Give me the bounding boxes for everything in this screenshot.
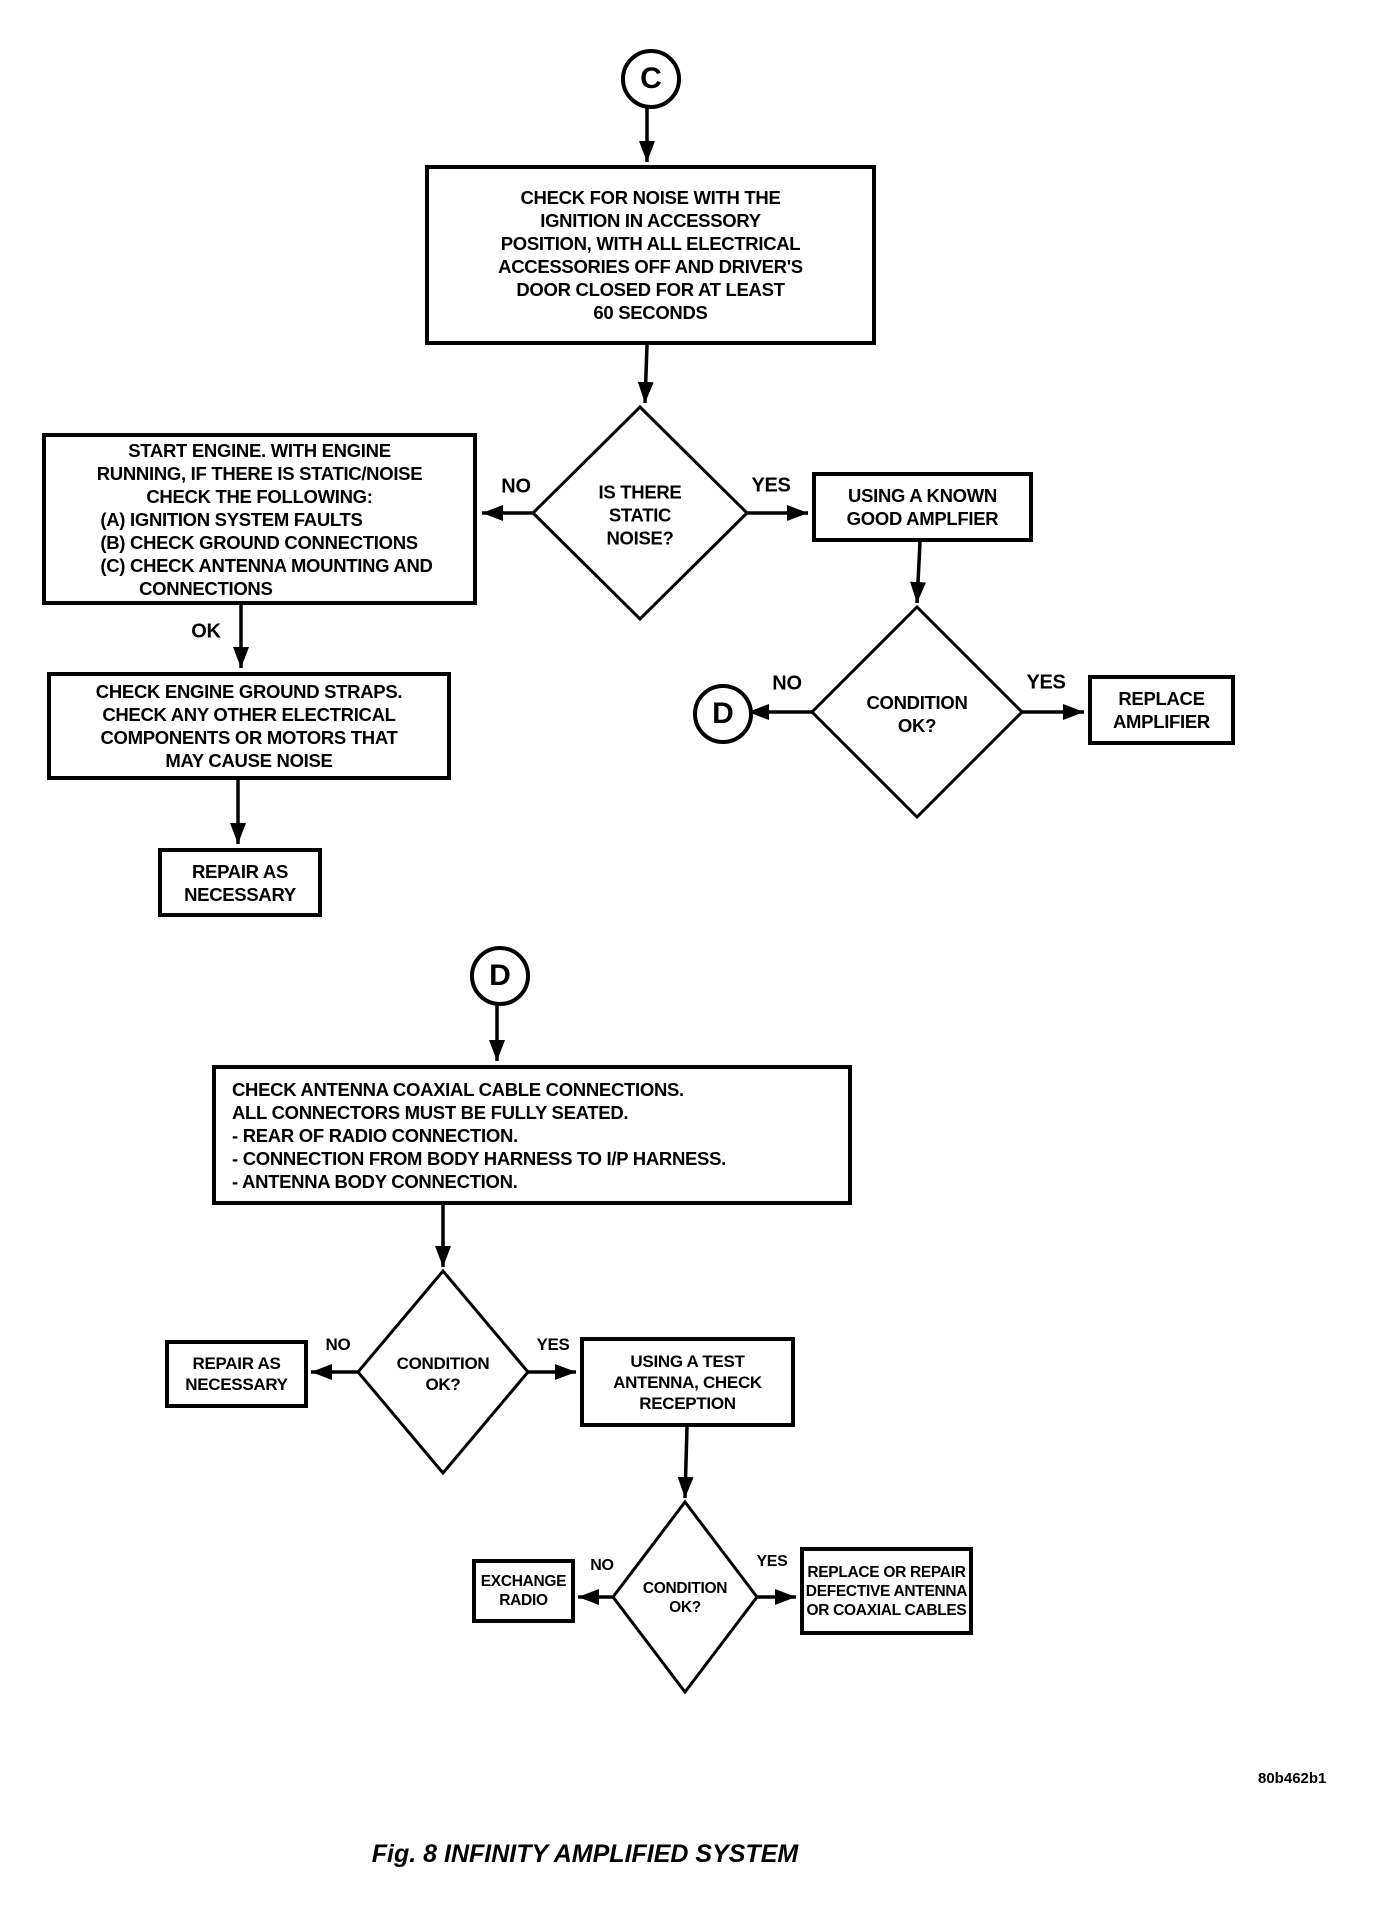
edge-label-no-1: NO — [501, 475, 531, 498]
process-check-noise-text: CHECK FOR NOISE WITH THE IGNITION IN ACC… — [498, 187, 803, 323]
edge-label-no-4: NO — [590, 1557, 614, 1574]
connector-d-out: D — [693, 684, 753, 744]
process-test-antenna-text: USING A TEST ANTENNA, CHECK RECEPTION — [613, 1351, 762, 1413]
decision-condition3-shape — [611, 1499, 759, 1695]
decision-condition1-text: CONDITION OK? — [866, 692, 968, 736]
process-repair-2-text: REPAIR AS NECESSARY — [185, 1354, 288, 1394]
process-start-engine-items: (A) IGNITION SYSTEM FAULTS (B) CHECK GRO… — [100, 508, 433, 599]
decision-static-noise-text: IS THERE STATIC NOISE? — [598, 481, 682, 549]
process-start-engine: START ENGINE. WITH ENGINE RUNNING, IF TH… — [42, 433, 477, 605]
connector-c-label: C — [640, 62, 662, 95]
process-replace-antenna: REPLACE OR REPAIR DEFECTIVE ANTENNA OR C… — [800, 1547, 973, 1635]
process-repair-as-necessary-1: REPAIR AS NECESSARY — [158, 848, 322, 917]
process-check-ground-straps-text: CHECK ENGINE GROUND STRAPS. CHECK ANY OT… — [95, 681, 403, 771]
process-repair-as-necessary-2: REPAIR AS NECESSARY — [165, 1340, 308, 1408]
process-known-good-amplifier-text: USING A KNOWN GOOD AMPLFIER — [846, 485, 999, 529]
process-check-ground-straps: CHECK ENGINE GROUND STRAPS. CHECK ANY OT… — [47, 672, 451, 780]
arrow-amplifier-to-condition1 — [910, 541, 927, 604]
process-check-noise: CHECK FOR NOISE WITH THE IGNITION IN ACC… — [425, 165, 876, 345]
process-replace-amplifier: REPLACE AMPLIFIER — [1088, 675, 1235, 745]
decision-condition2-shape — [356, 1268, 530, 1476]
connector-d-in: D — [470, 946, 530, 1006]
edge-label-yes-3: YES — [536, 1335, 570, 1354]
connector-c: C — [621, 49, 681, 109]
edge-label-no-2: NO — [772, 672, 802, 695]
decision-static-noise-shape — [530, 404, 750, 622]
doc-code: 80b462b1 — [1258, 1770, 1327, 1787]
connector-d-in-label: D — [489, 959, 511, 992]
decision-condition3-text: CONDITION OK? — [642, 1580, 728, 1616]
process-check-coax-text: CHECK ANTENNA COAXIAL CABLE CONNECTIONS.… — [232, 1078, 726, 1192]
arrow-check-noise-to-static-q — [637, 344, 654, 404]
process-test-antenna: USING A TEST ANTENNA, CHECK RECEPTION — [580, 1337, 795, 1427]
edge-label-yes-2: YES — [1026, 671, 1066, 694]
process-repair-1-text: REPAIR AS NECESSARY — [184, 860, 296, 905]
edge-label-yes-4: YES — [756, 1553, 788, 1570]
edge-label-ok: OK — [191, 620, 221, 643]
process-known-good-amplifier: USING A KNOWN GOOD AMPLFIER — [812, 472, 1033, 542]
edge-label-no-3: NO — [325, 1335, 351, 1354]
process-start-engine-intro: START ENGINE. WITH ENGINE RUNNING, IF TH… — [96, 439, 423, 507]
decision-condition2-text: CONDITION OK? — [396, 1354, 490, 1394]
process-exchange-radio-text: EXCHANGE RADIO — [480, 1573, 567, 1609]
edge-label-yes-1: YES — [751, 474, 791, 497]
process-exchange-radio: EXCHANGE RADIO — [472, 1559, 575, 1623]
process-replace-amplifier-text: REPLACE AMPLIFIER — [1113, 688, 1210, 732]
connector-d-out-label: D — [712, 697, 734, 730]
process-replace-antenna-text: REPLACE OR REPAIR DEFECTIVE ANTENNA OR C… — [805, 1563, 968, 1619]
decision-condition1-shape — [809, 604, 1025, 820]
figure-caption: Fig. 8 INFINITY AMPLIFIED SYSTEM — [371, 1840, 799, 1868]
process-check-coax-connections: CHECK ANTENNA COAXIAL CABLE CONNECTIONS.… — [212, 1065, 852, 1205]
arrow-test-antenna-to-condition3 — [677, 1426, 694, 1499]
